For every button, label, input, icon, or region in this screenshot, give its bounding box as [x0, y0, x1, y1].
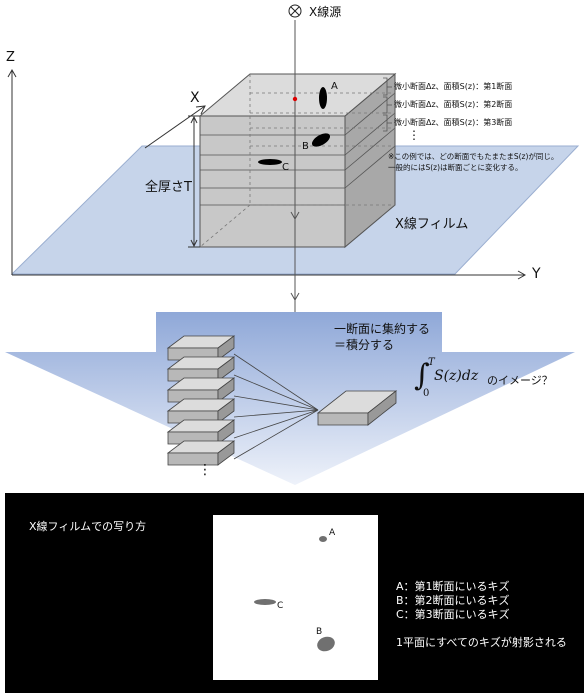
xray-source-label: X線源	[309, 5, 342, 19]
slab-stack	[166, 335, 236, 466]
block-top-face	[198, 73, 397, 117]
z-axis-label: Z	[6, 50, 15, 65]
integral-caption: のイメージ？	[487, 374, 553, 387]
y-axis-label: Y	[532, 266, 541, 282]
legend-b: B：第2断面にいるキズ	[396, 594, 510, 607]
integral-sign: ∫	[414, 358, 430, 393]
stack-ellipsis: ⋮	[198, 462, 212, 478]
thickness-dimension	[188, 115, 200, 248]
film-label-c: C	[277, 601, 284, 611]
integrate-line-2: ＝積分する	[334, 338, 395, 352]
section-ellipsis: ⋮	[408, 128, 420, 142]
thickness-label: 全厚さT	[145, 180, 192, 195]
aggregated-slab	[316, 390, 398, 426]
note-line-2: 一般的にはS(z)は断面ごとに変化する。	[388, 163, 523, 172]
note-line-1: ※この例では、どの断面でもたまたまS(z)が同じ。	[388, 152, 559, 161]
xray-source-icon	[288, 4, 302, 18]
section-brackets	[383, 77, 392, 132]
summary-text: 1平面にすべてのキズが射影される	[396, 636, 567, 649]
integrate-line-1: 一断面に集約する	[334, 322, 431, 336]
film-label-a: A	[329, 528, 336, 538]
film-shadow-c	[254, 599, 276, 605]
film-label-b: B	[316, 627, 323, 637]
defect-a-label: A	[331, 81, 338, 92]
film-shadow-a	[319, 536, 327, 542]
section-1-label: 微小断面Δz、面積S(z)：第1断面	[394, 82, 513, 91]
x-axis-label: X	[190, 90, 200, 106]
film-shadow-b	[317, 636, 335, 652]
legend-c: C：第3断面にいるキズ	[396, 608, 510, 621]
film-result-title: X線フィルムでの写り方	[29, 520, 147, 533]
defect-c-label: C	[282, 162, 289, 173]
legend-a: A：第1断面にいるキズ	[396, 580, 510, 593]
integral-body: S(z)dz	[434, 368, 479, 384]
entry-point-dot	[292, 96, 298, 102]
defect-a	[319, 87, 327, 109]
film-label: X線フィルム	[395, 217, 469, 232]
hidden-edges	[199, 74, 395, 248]
converging-lines	[233, 353, 319, 460]
section-3-label: 微小断面Δz、面積S(z)：第3断面	[394, 118, 513, 127]
integral-lower-limit: 0	[423, 388, 430, 399]
defect-c	[258, 159, 282, 165]
defect-b	[311, 133, 331, 147]
section-2-label: 微小断面Δz、面積S(z)：第2断面	[394, 100, 513, 109]
defect-b-label: B	[302, 141, 309, 152]
film-image: A C B	[213, 515, 378, 680]
integral-upper-limit: T	[428, 357, 435, 368]
axes	[7, 68, 527, 280]
